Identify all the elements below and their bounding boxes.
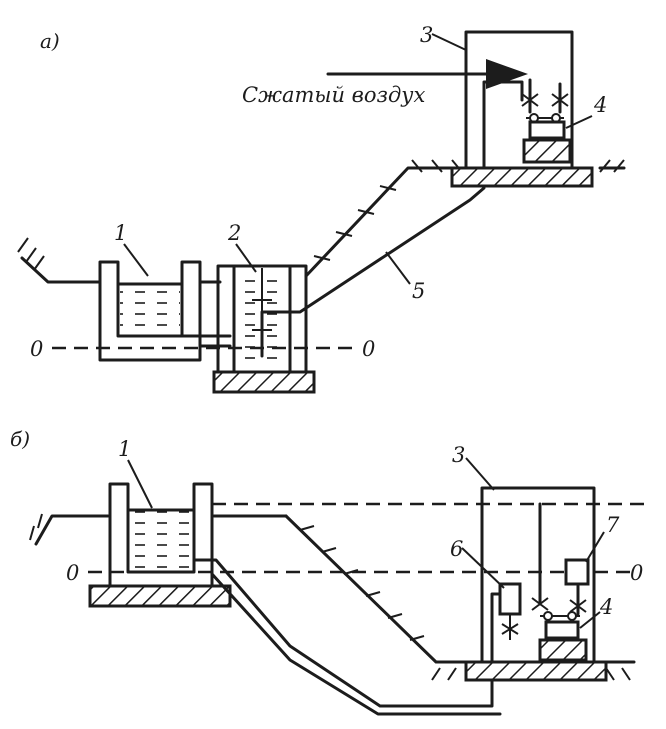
panel-b-letter: б) (10, 427, 30, 451)
callouts-b: 1 3 6 7 4 (118, 437, 620, 629)
foundation-reservoir-b (88, 584, 232, 608)
callout-5-a: 5 (412, 279, 425, 303)
datum-right-label-b: 0 (630, 561, 643, 585)
slope-descent-b (284, 514, 636, 681)
callout-1-b: 1 (118, 437, 131, 461)
air-pipe-5-a (260, 80, 524, 358)
building-3-b (464, 486, 608, 682)
callout-3-b: 3 (452, 443, 465, 467)
compressor-4-b (531, 502, 590, 662)
water-pipe-b (192, 558, 504, 708)
panel-a: а) 0 0 (17, 23, 626, 394)
foundation-building-a (450, 166, 594, 188)
reservoir-1-b (88, 482, 232, 608)
callout-3-a: 3 (420, 23, 433, 47)
reservoir-1-a (98, 260, 202, 362)
callout-6-b: 6 (450, 537, 463, 561)
datum-right-label-a: 0 (362, 337, 375, 361)
datum-left-label-b: 0 (66, 561, 79, 585)
callouts-a: 1 2 3 4 5 (114, 23, 607, 303)
building-3-a (450, 30, 594, 188)
water-reservoir-1-b (130, 510, 192, 570)
compressor-4-a (521, 78, 572, 164)
foundation-chamber-2-a (212, 370, 316, 394)
water-reservoir-1-a (120, 286, 180, 334)
panel-a-letter: а) (40, 29, 60, 53)
datum-left-label-a: 0 (30, 337, 43, 361)
ground-left-b (29, 513, 288, 546)
callout-1-a: 1 (114, 221, 127, 245)
callout-2-a: 2 (227, 221, 241, 245)
compressed-air-label: Сжатый воздух (242, 83, 425, 107)
foundation-building-b (464, 660, 608, 682)
ground-left-a (17, 237, 222, 284)
vessel-7-b (564, 558, 590, 586)
callout-7-b: 7 (606, 513, 620, 537)
air-chamber-6-b (498, 582, 522, 640)
connecting-pipe-a (180, 334, 232, 348)
callout-4-a: 4 (593, 93, 607, 117)
water-pipe-lower-b (210, 572, 502, 716)
panel-b: б) 0 0 (10, 427, 650, 716)
chamber-2-a (212, 264, 316, 394)
callout-4-b: 4 (599, 595, 613, 619)
